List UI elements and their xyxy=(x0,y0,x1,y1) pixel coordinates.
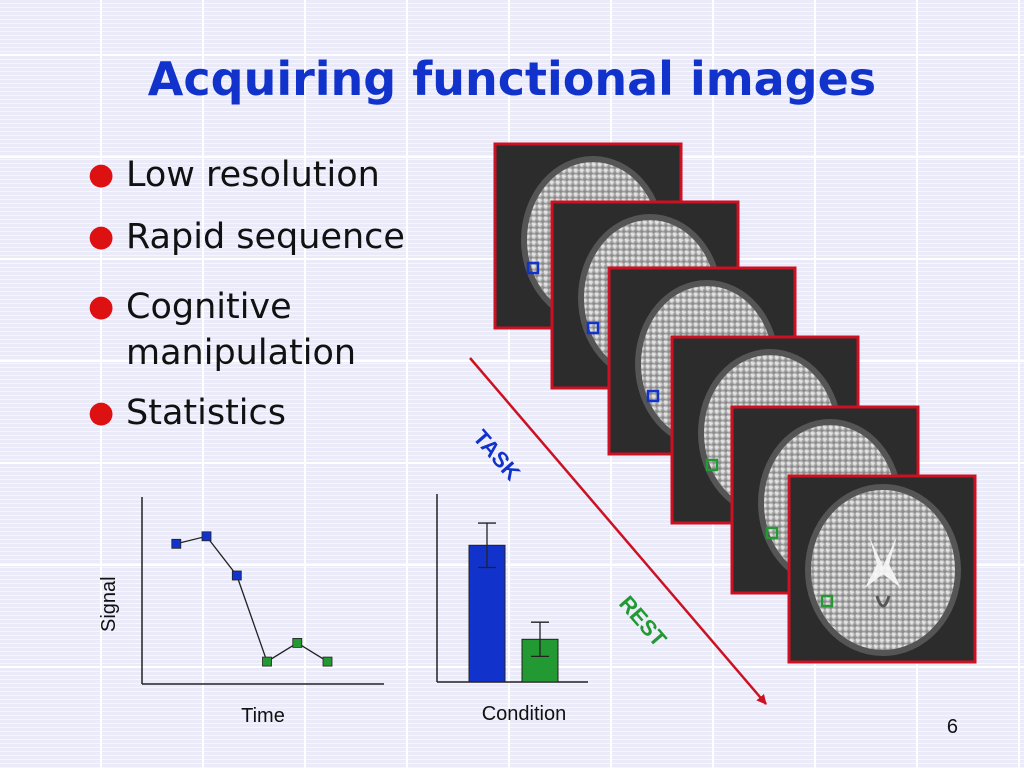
x-axis-label: Time xyxy=(241,705,285,727)
voxel-marker-rest xyxy=(705,458,719,472)
signal-data-point xyxy=(292,638,303,648)
signal-data-point xyxy=(201,531,212,542)
voxel-marker-task xyxy=(526,261,540,275)
task-label: TASK xyxy=(468,425,525,485)
sequence-arrow xyxy=(469,357,767,705)
signal-data-point xyxy=(171,538,182,549)
bullet-item: ● Low resolution xyxy=(88,152,426,198)
rest-label: REST xyxy=(614,591,672,652)
error-bar-task xyxy=(478,522,496,569)
bullet-item: ● Statistics xyxy=(88,390,426,436)
page-number: 6 xyxy=(946,716,958,738)
bullet-dot-icon: ● xyxy=(88,289,115,324)
signal-data-point xyxy=(262,656,272,667)
bullet-text: Cognitive manipulation xyxy=(126,287,357,373)
bullet-text: Statistics xyxy=(126,393,286,433)
condition-bar-chart: Condition xyxy=(436,494,588,725)
bullet-dot-icon: ● xyxy=(88,395,115,430)
bar-x-axis-label: Condition xyxy=(482,703,567,725)
error-bar-rest xyxy=(531,621,549,658)
bullet-item: ● Rapid sequence xyxy=(88,214,426,260)
bullet-list: ● Low resolution ● Rapid sequence ● Cogniti… xyxy=(88,152,426,436)
scan-frame xyxy=(787,474,977,664)
bullet-dot-icon: ● xyxy=(88,219,115,254)
voxel-marker-task xyxy=(646,389,660,403)
bullet-dot-icon: ● xyxy=(88,157,115,192)
signal-data-point xyxy=(322,656,333,667)
slide-title: Acquiring functional images xyxy=(147,52,877,106)
bullet-text: Rapid sequence xyxy=(126,217,405,257)
voxel-marker-rest xyxy=(820,594,834,608)
bullet-text: Low resolution xyxy=(126,155,380,195)
y-axis-label: Signal xyxy=(98,576,120,632)
voxel-marker-rest xyxy=(765,526,779,540)
signal-data-point xyxy=(231,570,242,581)
signal-line-chart: Signal Time xyxy=(98,497,384,727)
voxel-marker-task xyxy=(586,321,600,335)
bullet-item: ● Cognitive manipulation xyxy=(88,284,426,376)
scan-stack xyxy=(493,142,977,664)
signal-series-line xyxy=(176,535,328,663)
